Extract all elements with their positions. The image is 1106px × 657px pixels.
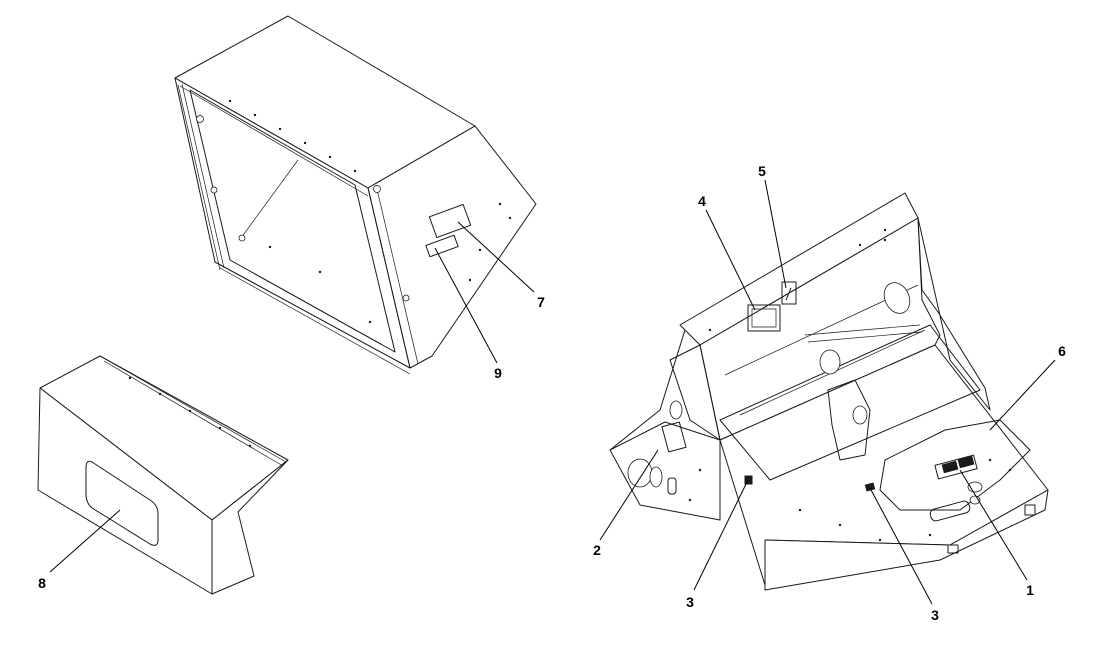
leader-3a	[693, 479, 749, 591]
hopper-part	[174, 15, 537, 375]
callout-1: 1	[1026, 582, 1034, 598]
callout-2: 2	[593, 542, 601, 558]
leader-9	[434, 247, 498, 364]
leader-3b	[869, 487, 933, 605]
callout-8: 8	[38, 575, 46, 591]
leader-5	[764, 179, 787, 289]
callout-7: 7	[537, 294, 545, 310]
main-frame-part	[609, 192, 1049, 591]
callout-9: 9	[494, 365, 502, 381]
cover-part	[37, 355, 289, 595]
leader-2	[599, 449, 659, 541]
leader-1	[959, 469, 1028, 581]
callout-3a: 3	[686, 594, 694, 610]
leader-lines	[49, 179, 1056, 605]
callout-6: 6	[1058, 343, 1066, 359]
leader-8	[49, 509, 121, 573]
leader-7	[457, 221, 535, 293]
callout-5: 5	[758, 163, 766, 179]
callout-3b: 3	[931, 607, 939, 623]
leader-4	[705, 209, 756, 311]
callout-4: 4	[698, 193, 706, 209]
callout-labels: 1 2 3 3 4 5 6 7 8 9	[38, 163, 1066, 623]
leader-6	[989, 359, 1056, 431]
